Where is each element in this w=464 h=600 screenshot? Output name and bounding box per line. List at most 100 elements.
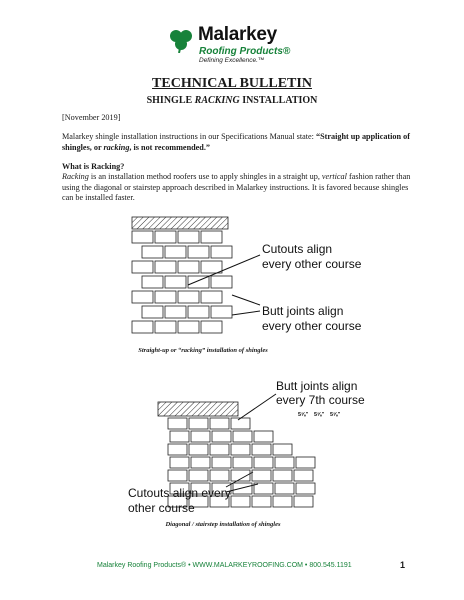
- logo-subtitle: Roofing Products®: [199, 46, 291, 57]
- shingle-tab: [188, 469, 209, 482]
- shingle-tab: [253, 456, 274, 469]
- cutouts2-arrows: [225, 471, 259, 493]
- shingle-tab: [251, 495, 272, 508]
- clover-icon: [170, 30, 192, 53]
- butt7-label-2: every 7th course: [276, 393, 365, 407]
- shingle-tab: [188, 443, 209, 456]
- shingle-tab: [200, 230, 223, 244]
- shingle-tab: [164, 245, 187, 259]
- shingle-tab: [188, 417, 209, 430]
- cutouts-label-2: every other course: [262, 257, 362, 271]
- shingle-tab: [272, 495, 293, 508]
- dim-2: 5⅝": [314, 412, 325, 418]
- shingle-tab: [177, 230, 200, 244]
- page-subtitle: SHINGLE RACKING INSTALLATION: [146, 95, 318, 106]
- shingle-tab: [209, 495, 230, 508]
- shingle-tab: [209, 443, 230, 456]
- shingle-tab: [167, 417, 188, 430]
- shingle-tab: [293, 469, 314, 482]
- shingle-tab: [253, 482, 274, 495]
- shingle-tab: [131, 290, 154, 304]
- shingle-tab: [200, 320, 223, 334]
- shingle-tab: [131, 260, 154, 274]
- page-title: TECHNICAL BULLETIN: [152, 76, 312, 91]
- dim-3: 5⅝": [330, 412, 341, 418]
- shingle-tab: [190, 430, 211, 443]
- logo-name: Malarkey: [198, 24, 277, 45]
- shingle-tab: [154, 320, 177, 334]
- shingle-tab: [232, 456, 253, 469]
- shingle-tab: [274, 482, 295, 495]
- shingle-tab: [190, 482, 211, 495]
- shingle-tab: [167, 469, 188, 482]
- shingle-tab: [190, 456, 211, 469]
- shingle-tab: [295, 482, 316, 495]
- shingle-tab: [230, 417, 251, 430]
- shingle-tab: [211, 482, 232, 495]
- shingle-tab: [232, 430, 253, 443]
- shingle-tab: [164, 275, 187, 289]
- shingle-tab: [253, 430, 274, 443]
- company-logo: Malarkey Roofing Products® Defining Exce…: [168, 24, 308, 66]
- dim-1: 5⅝": [298, 412, 309, 418]
- bulletin-date: [November 2019]: [62, 113, 121, 122]
- shingle-tab: [164, 305, 187, 319]
- shingle-tab: [251, 469, 272, 482]
- shingle-tab: [141, 305, 164, 319]
- shingle-tab: [251, 443, 272, 456]
- shingle-tab: [211, 430, 232, 443]
- shingle-tab: [141, 245, 164, 259]
- cutouts-label-1: Cutouts align: [262, 242, 332, 256]
- shingle-tab: [131, 230, 154, 244]
- cutouts2-label-1: Cutouts align every: [128, 486, 231, 500]
- intro-paragraph: Malarkey shingle installation instructio…: [62, 132, 410, 152]
- shingle-tab: [169, 456, 190, 469]
- cutouts-arrow: [187, 254, 261, 286]
- shingle-tab: [209, 469, 230, 482]
- shingle-tab: [210, 245, 233, 259]
- shingle-tab: [187, 305, 210, 319]
- shingle-tab: [187, 275, 210, 289]
- shingle-tab: [200, 290, 223, 304]
- shingle-tab: [200, 260, 223, 274]
- shingle-tab: [177, 260, 200, 274]
- logo-tagline: Defining Excellence.™: [199, 57, 265, 64]
- shingle-tab: [210, 305, 233, 319]
- butt-arrows: [231, 294, 261, 316]
- page-number: 1: [400, 560, 406, 570]
- figure1-caption: Straight-up or “racking” installation of…: [138, 347, 268, 354]
- shingle-tab: [141, 275, 164, 289]
- butt7-arrow: [237, 393, 277, 421]
- shingle-tab: [154, 230, 177, 244]
- stairstep-diagram: Butt joints align every 7th course 5⅝" 5…: [128, 379, 365, 515]
- shingle-tab: [210, 275, 233, 289]
- section-heading: What is Racking?: [62, 162, 125, 171]
- shingle-tab: [188, 495, 209, 508]
- shingle-tab: [209, 417, 230, 430]
- figure2-caption: Diagonal / stairstep installation of shi…: [165, 521, 281, 528]
- shingle-tab: [167, 495, 188, 508]
- shingle-tab: [232, 482, 253, 495]
- shingle-tab: [272, 443, 293, 456]
- shingle-tab: [187, 245, 210, 259]
- definition-paragraph: Racking is an installation method roofer…: [62, 172, 411, 202]
- shingle-tab: [177, 290, 200, 304]
- shingle-tab: [169, 430, 190, 443]
- racking-diagram: Cutouts align every other course Butt jo…: [131, 216, 362, 334]
- shingle-tab: [230, 495, 251, 508]
- shingle-tab: [154, 260, 177, 274]
- butt-label-1: Butt joints align: [262, 304, 343, 318]
- butt7-label-1: Butt joints align: [276, 379, 357, 393]
- shingle-tab: [230, 469, 251, 482]
- shingle-tab: [230, 443, 251, 456]
- footer-text: Malarkey Roofing Products® • WWW.MALARKE…: [97, 562, 352, 569]
- shingle-tab: [177, 320, 200, 334]
- shingle-tab: [274, 456, 295, 469]
- shingle-tab: [272, 469, 293, 482]
- shingle-tab: [167, 443, 188, 456]
- cutouts2-label-2: other course: [128, 501, 195, 515]
- shingle-tab: [293, 495, 314, 508]
- shingle-tab: [131, 320, 154, 334]
- shingle-tab: [295, 456, 316, 469]
- butt-label-2: every other course: [262, 319, 362, 333]
